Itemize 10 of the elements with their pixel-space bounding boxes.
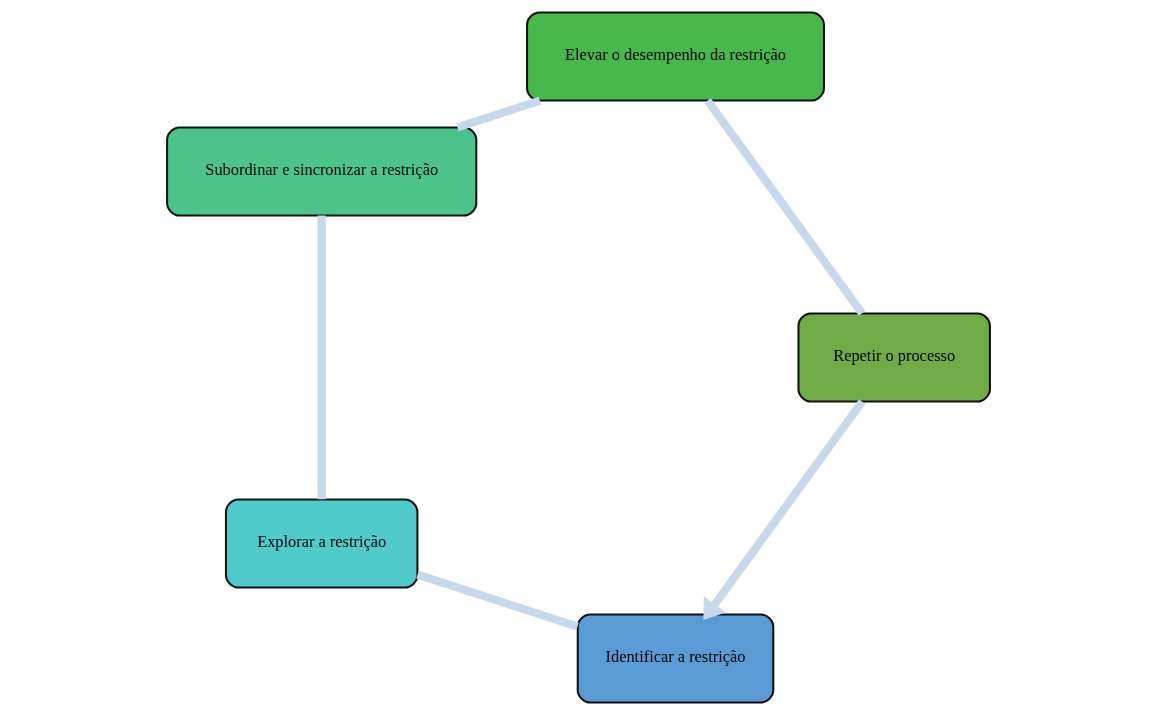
connector bbox=[416, 570, 579, 631]
connector bbox=[704, 98, 866, 316]
node-box: Explorar a restrição bbox=[224, 498, 419, 589]
node-box: Subordinar e sincronizar a restrição bbox=[166, 126, 478, 217]
connector bbox=[456, 96, 542, 132]
node-box: Identificar a restrição bbox=[576, 613, 775, 704]
node-box: Repetir o processo bbox=[797, 312, 991, 403]
node-box: Elevar o desempenho da restrição bbox=[526, 11, 825, 102]
connector bbox=[317, 215, 326, 500]
arrow bbox=[703, 399, 866, 621]
